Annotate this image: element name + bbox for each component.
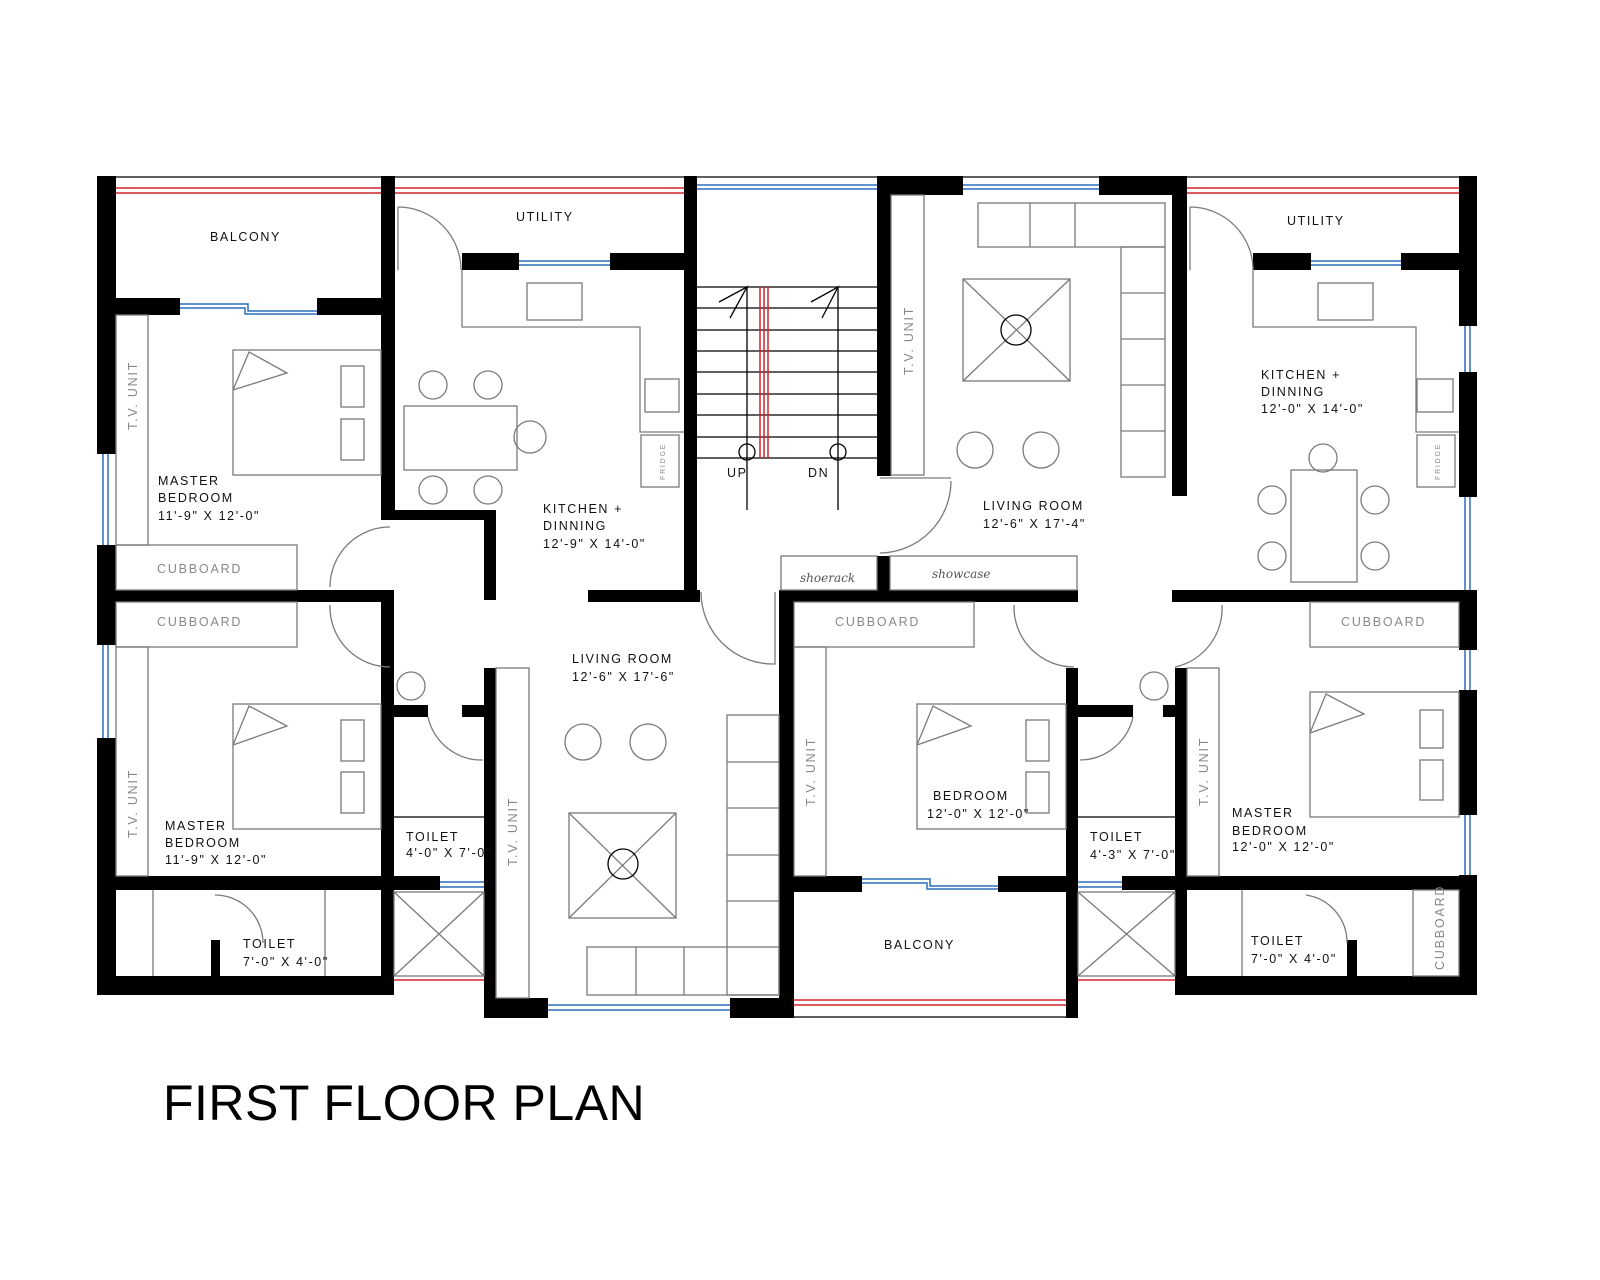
kitchen-left-size: 12'-9" X 14'-0" (543, 537, 646, 551)
utility-right-label: UTILITY (1287, 214, 1345, 228)
bedroom-mid-size: 12'-0" X 12'-0" (927, 807, 1030, 821)
cupboard-label: CUBBOARD (1341, 615, 1426, 629)
master-bedroom-bl-label: MASTER (165, 819, 227, 833)
tv-unit-label: T.V. UNIT (902, 306, 916, 375)
master-bedroom-bl-label-2: BEDROOM (165, 836, 241, 850)
tv-unit-label: T.V. UNIT (506, 797, 520, 866)
master-bedroom-tl-label-2: BEDROOM (158, 491, 234, 505)
staircase (697, 285, 877, 510)
tv-unit-label: T.V. UNIT (126, 769, 140, 838)
balcony-railings (116, 176, 1459, 1018)
utility-left-label: UTILITY (516, 210, 574, 224)
toilet-mid-right-size: 4'-3" X 7'-0" (1090, 848, 1176, 862)
fridge-label: FRIDGE (660, 443, 667, 480)
tv-unit-label: T.V. UNIT (804, 737, 818, 806)
furniture (115, 194, 1460, 999)
master-bedroom-br-size: 12'-0" X 12'-0" (1232, 840, 1335, 854)
balcony-top-label: BALCONY (210, 230, 281, 244)
cupboard-label: CUBBOARD (157, 615, 242, 629)
cupboard-label: CUBBOARD (1433, 885, 1447, 970)
fridge-label: FRIDGE (1435, 443, 1442, 480)
kitchen-right-label-2: DINNING (1261, 385, 1325, 399)
bedroom-mid-label: BEDROOM (933, 789, 1009, 803)
master-bedroom-tl-size: 11'-9" X 12'-0" (158, 509, 260, 523)
toilet-br-label: TOILET (1251, 934, 1304, 948)
walls (97, 176, 1477, 1018)
master-bedroom-tl-label: MASTER (158, 474, 220, 488)
balcony-bottom-label: BALCONY (884, 938, 955, 952)
stair-up-label: UP (727, 466, 748, 480)
living-right-label: LIVING ROOM (983, 499, 1084, 513)
master-bedroom-br-label-2: BEDROOM (1232, 824, 1308, 838)
stair-down-label: DN (808, 466, 829, 480)
master-bedroom-bl-size: 11'-9" X 12'-0" (165, 853, 267, 867)
shoerack-label: shoerack (800, 571, 855, 585)
showcase-label: showcase (932, 567, 991, 581)
kitchen-left-label: KITCHEN + (543, 502, 623, 516)
living-right-size: 12'-6" X 17'-4" (983, 517, 1086, 531)
master-bedroom-br-label: MASTER (1232, 806, 1294, 820)
tv-unit-label: T.V. UNIT (126, 361, 140, 430)
toilet-mid-right-label: TOILET (1090, 830, 1143, 844)
kitchen-left-label-2: DINNING (543, 519, 607, 533)
living-left-size: 12'-6" X 17'-6" (572, 670, 675, 684)
cupboard-label: CUBBOARD (157, 562, 242, 576)
kitchen-right-label: KITCHEN + (1261, 368, 1341, 382)
toilet-mid-left-label: TOILET (406, 830, 459, 844)
tv-unit-label: T.V. UNIT (1197, 737, 1211, 806)
toilet-bl-label: TOILET (243, 937, 296, 951)
kitchen-right-size: 12'-0" X 14'-0" (1261, 402, 1364, 416)
windows (102, 184, 1471, 1011)
plan-title: FIRST FLOOR PLAN (163, 1075, 645, 1131)
toilet-br-size: 7'-0" X 4'-0" (1251, 952, 1337, 966)
toilet-bl-size: 7'-0" X 4'-0" (243, 955, 329, 969)
toilet-mid-left-size: 4'-0" X 7'-0" (406, 846, 492, 860)
cupboard-label: CUBBOARD (835, 615, 920, 629)
living-left-label: LIVING ROOM (572, 652, 673, 666)
